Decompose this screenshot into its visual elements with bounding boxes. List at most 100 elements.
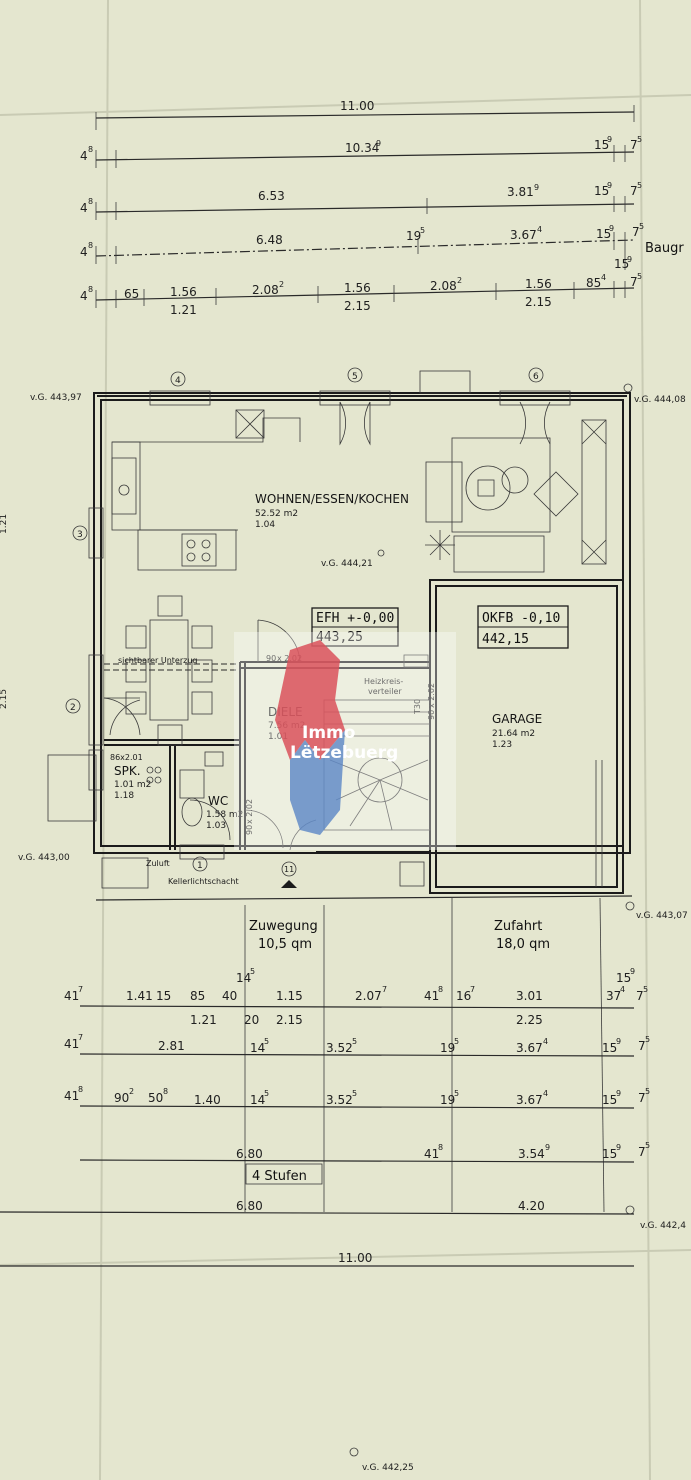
dim-text: 15: [596, 227, 611, 241]
dim-text: 15: [602, 1147, 617, 1161]
dim-text: 2.25: [516, 1013, 543, 1027]
dim-text: 7: [78, 985, 83, 994]
dim-text: 3.52: [326, 1041, 353, 1055]
dim-text: 16: [456, 989, 471, 1003]
note-door2: 90: [427, 710, 436, 720]
dim-text: 37: [606, 989, 621, 1003]
dim-total-bottom: 11.00: [338, 1251, 372, 1265]
dim-text: 5: [643, 985, 648, 994]
dim-text: 8: [163, 1087, 168, 1096]
zufahrt-area: 18,0 qm: [496, 937, 550, 952]
dim-text: 8: [78, 1085, 83, 1094]
dim-text: 9: [630, 967, 635, 976]
dim-text: 6.48: [256, 233, 283, 247]
axis-markers: 4 5 6 3 2 1 11: [65, 367, 544, 888]
dim-text: 7: [630, 275, 638, 289]
paper-fold: [639, 0, 651, 1480]
note-door1: 90: [266, 654, 276, 663]
dim-text: 5: [250, 967, 255, 976]
dim-text: 3.54: [518, 1147, 545, 1161]
note-t30: T30: [413, 699, 422, 715]
dim-total-top: 11.00: [340, 99, 374, 113]
level-tr: v.G. 444,08: [634, 395, 686, 405]
dim-text: 4: [620, 985, 625, 994]
dim-text: 2: [279, 280, 284, 289]
watermark-line2: Lëtzebuerg: [290, 743, 398, 763]
dim-text: 5: [645, 1035, 650, 1044]
dim-text: 4: [543, 1037, 548, 1046]
note-door3b: x 2.02: [245, 799, 254, 824]
note-left2: 2.15: [0, 689, 9, 709]
axis-5: 5: [352, 372, 358, 382]
dim-text: 2.08: [252, 283, 279, 297]
dim-text: 9: [609, 224, 614, 233]
dim-text: 9: [545, 1143, 550, 1152]
dim-text: 4: [80, 149, 88, 163]
dim-text: 6.80: [236, 1147, 263, 1161]
level-tl: v.G. 443,97: [30, 393, 82, 403]
dim-text: 1.40: [194, 1093, 221, 1107]
dim-text: 5: [352, 1089, 357, 1098]
dim-text: 5: [352, 1037, 357, 1046]
dining-table: [125, 595, 213, 746]
okfb-box: OKFB -0,10 442,15: [477, 605, 569, 649]
stairs-note: 4 Stufen: [252, 1169, 307, 1184]
dim-text: 41: [64, 989, 79, 1003]
dim-text: 8: [438, 985, 443, 994]
paper-fold: [0, 1249, 691, 1266]
dim-text: 7: [630, 138, 638, 152]
dim-text: 1.41: [126, 989, 153, 1003]
dim-text: 2.15: [525, 295, 552, 309]
dim-text: 15: [602, 1041, 617, 1055]
living-level: v.G. 444,21: [321, 559, 373, 569]
dim-text: 4: [80, 201, 88, 215]
dim-text: 3.67: [510, 228, 537, 242]
dim-text: 15: [594, 138, 609, 152]
stove-icon: [181, 533, 217, 567]
room-living-name: WOHNEN/ESSEN/KOCHEN: [255, 492, 409, 506]
dim-text: 9: [627, 255, 632, 264]
dim-text: 19: [440, 1041, 455, 1055]
dim-text: 19: [406, 229, 421, 243]
dim-text: 3.67: [516, 1041, 543, 1055]
axis-4: 4: [175, 376, 181, 386]
okfb-label: OKFB -0,10: [482, 611, 560, 626]
zuwegung-label: Zuwegung: [249, 919, 318, 934]
dim-text: 15: [614, 257, 629, 271]
dim-text: 5: [454, 1089, 459, 1098]
efh-label: EFH +-0,00: [316, 611, 394, 626]
dim-text: 2.08: [430, 279, 457, 293]
sanitary-fixtures: [101, 751, 425, 889]
dim-text: 85: [586, 276, 601, 290]
dim-text: 3.01: [516, 989, 543, 1003]
dim-text: 10.34: [345, 141, 379, 155]
dim-text: 1.56: [344, 281, 371, 295]
room-wc-name: WC: [208, 794, 228, 808]
level-bottom: v.G. 442,25: [362, 1463, 414, 1473]
dim-text: 6.80: [236, 1199, 263, 1213]
dim-text: 50: [148, 1091, 163, 1105]
dim-text: 5: [454, 1037, 459, 1046]
dim-text: 5: [637, 181, 642, 190]
living-furniture: [377, 419, 607, 573]
room-living-area: 52.52 m2: [255, 509, 298, 519]
dim-text: 7: [78, 1033, 83, 1042]
dim-text: 7: [470, 985, 475, 994]
dim-text: 5: [639, 222, 644, 231]
room-garage-area: 21.64 m2: [492, 729, 535, 739]
dim-text: 8: [88, 285, 93, 294]
dim-text: 7: [630, 184, 638, 198]
dim-text: 2.15: [276, 1013, 303, 1027]
dim-text: 5: [264, 1037, 269, 1046]
level-bl: v.G. 443,00: [18, 853, 70, 863]
dim-text: 8: [88, 197, 93, 206]
dim-text: 4: [537, 225, 542, 234]
dim-text: 7: [632, 225, 640, 239]
dim-text: 15: [602, 1093, 617, 1107]
dim-text: 90: [114, 1091, 129, 1105]
dim-text: 4: [80, 289, 88, 303]
dim-text: 15: [156, 989, 171, 1003]
watermark-line1: Immo: [302, 723, 355, 743]
dim-text: 1.21: [170, 303, 197, 317]
dim-text: 15: [594, 184, 609, 198]
